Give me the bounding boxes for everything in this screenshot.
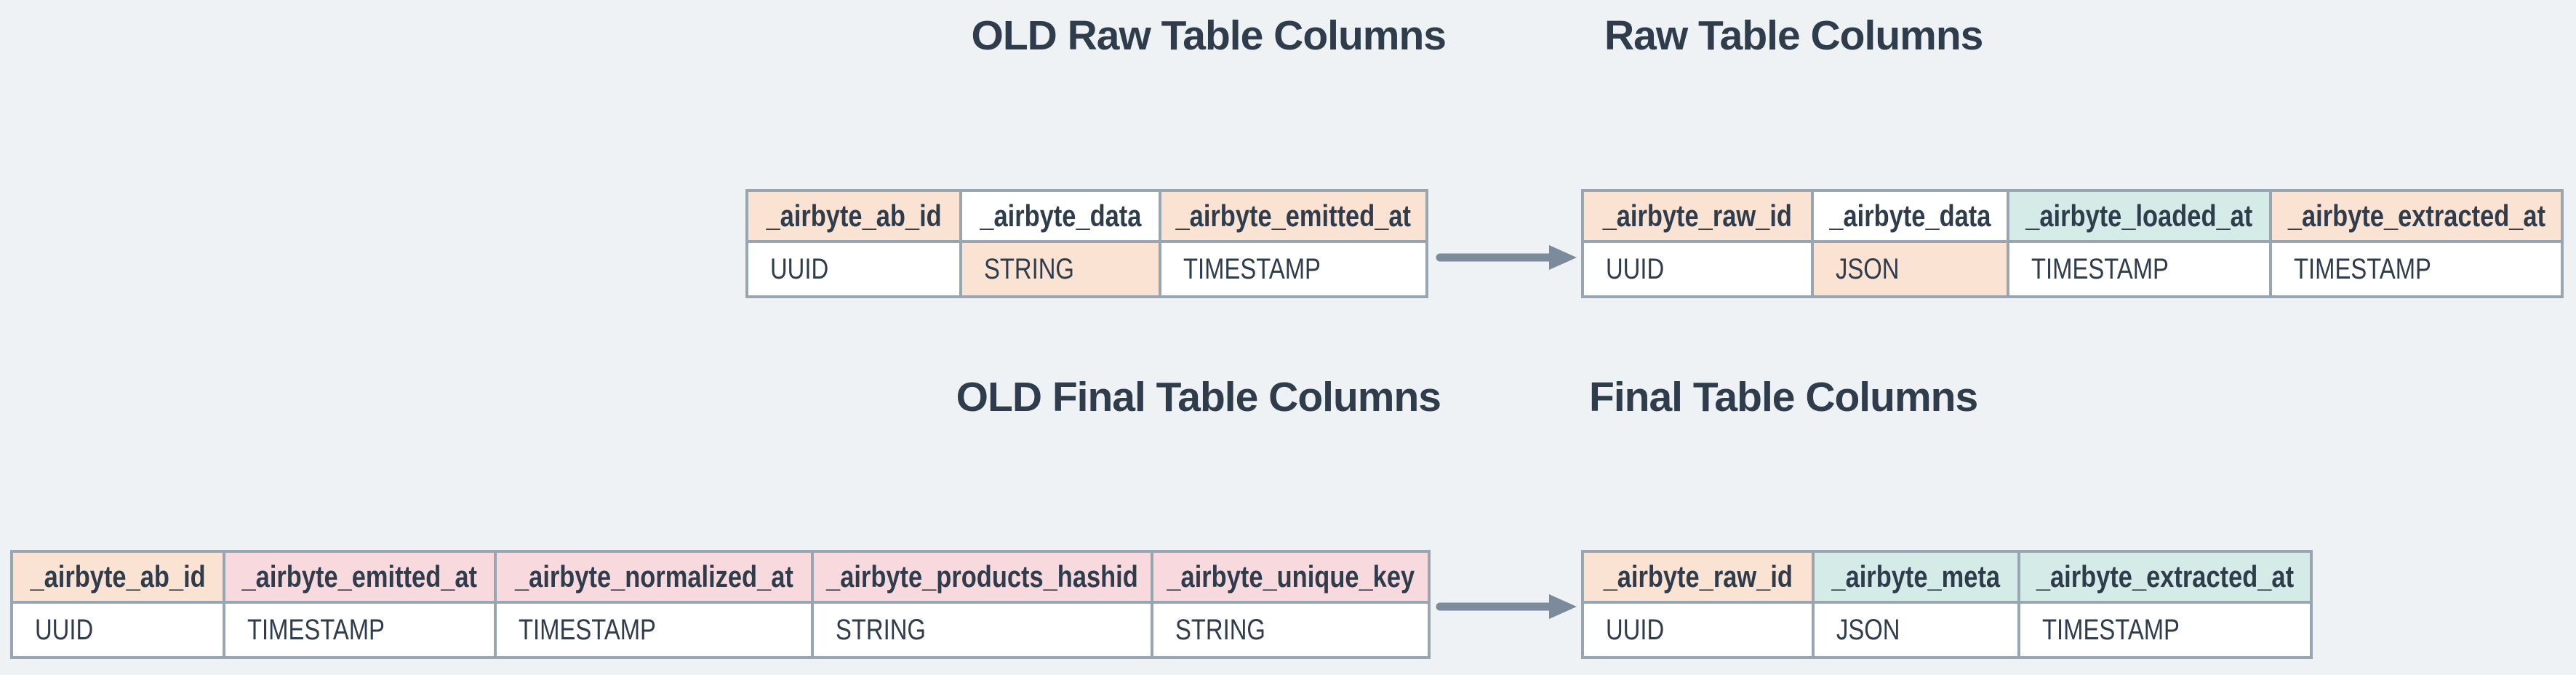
column-type: TIMESTAMP (2294, 252, 2431, 285)
column-type: UUID (1606, 613, 1665, 646)
column-type-cell: TIMESTAMP (2020, 604, 2310, 656)
column-type: STRING (1175, 613, 1265, 646)
table-column: _airbyte_ab_id UUID (748, 192, 959, 295)
arrow-old-final-to-final (1436, 594, 1577, 619)
column-header-cell: _airbyte_loaded_at (2009, 192, 2269, 243)
column-header-cell: _airbyte_data (1814, 192, 2007, 243)
old-raw-table-title: OLD Raw Table Columns (971, 12, 1447, 59)
column-type-cell: JSON (1815, 604, 2017, 656)
column-header-cell: _airbyte_raw_id (1584, 553, 1812, 604)
table-column: _airbyte_unique_key STRING (1151, 553, 1428, 656)
table-column: _airbyte_data STRING (959, 192, 1159, 295)
table-column: _airbyte_raw_id UUID (1584, 192, 1811, 295)
column-type: TIMESTAMP (1183, 252, 1321, 285)
table-column: _airbyte_ab_id UUID (13, 553, 223, 656)
table-column: _airbyte_normalized_at TIMESTAMP (494, 553, 811, 656)
column-name: _airbyte_emitted_at (1175, 199, 1412, 233)
column-type: JSON (1836, 252, 1900, 285)
table-column: _airbyte_meta JSON (1812, 553, 2017, 656)
column-name: _airbyte_raw_id (1602, 199, 1793, 233)
column-name: _airbyte_meta (1831, 559, 2001, 594)
column-type-cell: TIMESTAMP (1161, 243, 1425, 295)
column-type-cell: UUID (1584, 243, 1811, 295)
column-type: UUID (1606, 252, 1665, 285)
column-type-cell: JSON (1814, 243, 2007, 295)
final-table: _airbyte_raw_id UUID _airbyte_meta JSON … (1581, 550, 2313, 659)
table-column: _airbyte_loaded_at TIMESTAMP (2007, 192, 2269, 295)
column-header-cell: _airbyte_extracted_at (2020, 553, 2310, 604)
column-name: _airbyte_products_hashid (826, 559, 1138, 594)
column-header-cell: _airbyte_raw_id (1584, 192, 1811, 243)
column-header-cell: _airbyte_meta (1815, 553, 2017, 604)
column-header-cell: _airbyte_emitted_at (225, 553, 494, 604)
column-header-cell: _airbyte_products_hashid (814, 553, 1151, 604)
table-column: _airbyte_products_hashid STRING (811, 553, 1151, 656)
column-name: _airbyte_raw_id (1603, 559, 1793, 594)
column-name: _airbyte_ab_id (766, 199, 942, 233)
column-header-cell: _airbyte_unique_key (1153, 553, 1428, 604)
column-header-cell: _airbyte_ab_id (748, 192, 959, 243)
column-name: _airbyte_normalized_at (514, 559, 793, 594)
column-type-cell: TIMESTAMP (2009, 243, 2269, 295)
column-type: TIMESTAMP (247, 613, 385, 646)
column-type: UUID (770, 252, 829, 285)
column-header-cell: _airbyte_emitted_at (1161, 192, 1425, 243)
column-type: STRING (836, 613, 926, 646)
column-name: _airbyte_emitted_at (241, 559, 478, 594)
column-type-cell: TIMESTAMP (497, 604, 811, 656)
column-header-cell: _airbyte_data (962, 192, 1159, 243)
old-raw-table: _airbyte_ab_id UUID _airbyte_data STRING… (745, 189, 1428, 298)
column-type: UUID (35, 613, 94, 646)
column-header-cell: _airbyte_ab_id (13, 553, 223, 604)
column-type-cell: TIMESTAMP (2272, 243, 2561, 295)
table-column: _airbyte_extracted_at TIMESTAMP (2017, 553, 2310, 656)
column-name: _airbyte_loaded_at (2025, 199, 2253, 233)
column-name: _airbyte_unique_key (1167, 559, 1415, 594)
final-table-title: Final Table Columns (1589, 374, 1978, 420)
column-type: STRING (984, 252, 1074, 285)
column-type: JSON (1836, 613, 1900, 646)
column-type-cell: STRING (1153, 604, 1428, 656)
column-type: TIMESTAMP (2031, 252, 2169, 285)
column-name: _airbyte_data (1829, 199, 1991, 233)
table-column: _airbyte_data JSON (1811, 192, 2007, 295)
column-type-cell: TIMESTAMP (225, 604, 494, 656)
raw-table: _airbyte_raw_id UUID _airbyte_data JSON … (1581, 189, 2564, 298)
column-type-cell: UUID (1584, 604, 1812, 656)
table-column: _airbyte_raw_id UUID (1584, 553, 1812, 656)
old-final-table-title: OLD Final Table Columns (956, 374, 1441, 420)
column-type: TIMESTAMP (2042, 613, 2180, 646)
table-column: _airbyte_emitted_at TIMESTAMP (1159, 192, 1425, 295)
column-name: _airbyte_ab_id (30, 559, 206, 594)
table-column: _airbyte_emitted_at TIMESTAMP (223, 553, 494, 656)
column-type-cell: UUID (13, 604, 223, 656)
old-final-table: _airbyte_ab_id UUID _airbyte_emitted_at … (10, 550, 1431, 659)
column-type: TIMESTAMP (519, 613, 656, 646)
table-column: _airbyte_extracted_at TIMESTAMP (2269, 192, 2561, 295)
column-header-cell: _airbyte_extracted_at (2272, 192, 2561, 243)
column-name: _airbyte_extracted_at (2287, 199, 2545, 233)
raw-table-title: Raw Table Columns (1604, 12, 1983, 59)
column-name: _airbyte_extracted_at (2036, 559, 2295, 594)
column-header-cell: _airbyte_normalized_at (497, 553, 811, 604)
column-name: _airbyte_data (979, 199, 1142, 233)
column-type-cell: UUID (748, 243, 959, 295)
arrow-old-raw-to-raw (1436, 245, 1577, 270)
column-type-cell: STRING (962, 243, 1159, 295)
column-type-cell: STRING (814, 604, 1151, 656)
